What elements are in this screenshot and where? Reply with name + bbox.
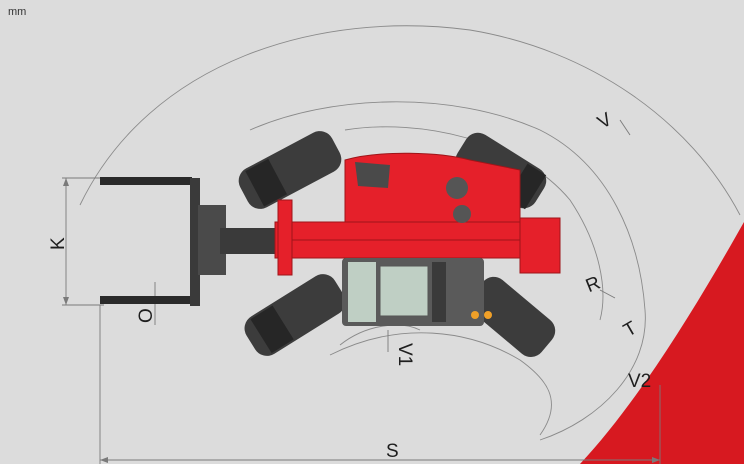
dimension-arrowheads bbox=[63, 178, 660, 463]
turning-arcs bbox=[79, 25, 741, 441]
counterweight bbox=[519, 217, 561, 274]
arc-outer-v bbox=[79, 25, 741, 216]
label-k: K bbox=[48, 237, 69, 250]
dimension-leaders bbox=[62, 119, 661, 464]
fork-lower bbox=[100, 296, 192, 304]
label-v1: V1 bbox=[394, 343, 415, 366]
label-s: S bbox=[386, 441, 399, 462]
brand-accent-wedge bbox=[580, 222, 744, 464]
tyres bbox=[238, 131, 556, 357]
arc-v1 bbox=[339, 324, 421, 346]
label-r: R bbox=[583, 273, 604, 298]
arc-inner bbox=[329, 332, 552, 436]
engine-housing bbox=[344, 152, 521, 223]
label-o: O bbox=[136, 308, 157, 323]
label-v2: V2 bbox=[628, 371, 651, 392]
fork-upper bbox=[100, 177, 192, 185]
warning-light bbox=[471, 311, 479, 319]
forks bbox=[100, 177, 226, 306]
tyre-rear-right bbox=[469, 276, 556, 357]
fork-carriage bbox=[190, 178, 200, 306]
unit-label: mm bbox=[8, 6, 27, 18]
arc-r bbox=[344, 126, 604, 321]
label-t: T bbox=[620, 317, 641, 341]
arc-t bbox=[249, 101, 646, 441]
label-v: V bbox=[594, 109, 616, 134]
tyre-front-right bbox=[244, 274, 346, 356]
operator-cab bbox=[342, 258, 484, 326]
